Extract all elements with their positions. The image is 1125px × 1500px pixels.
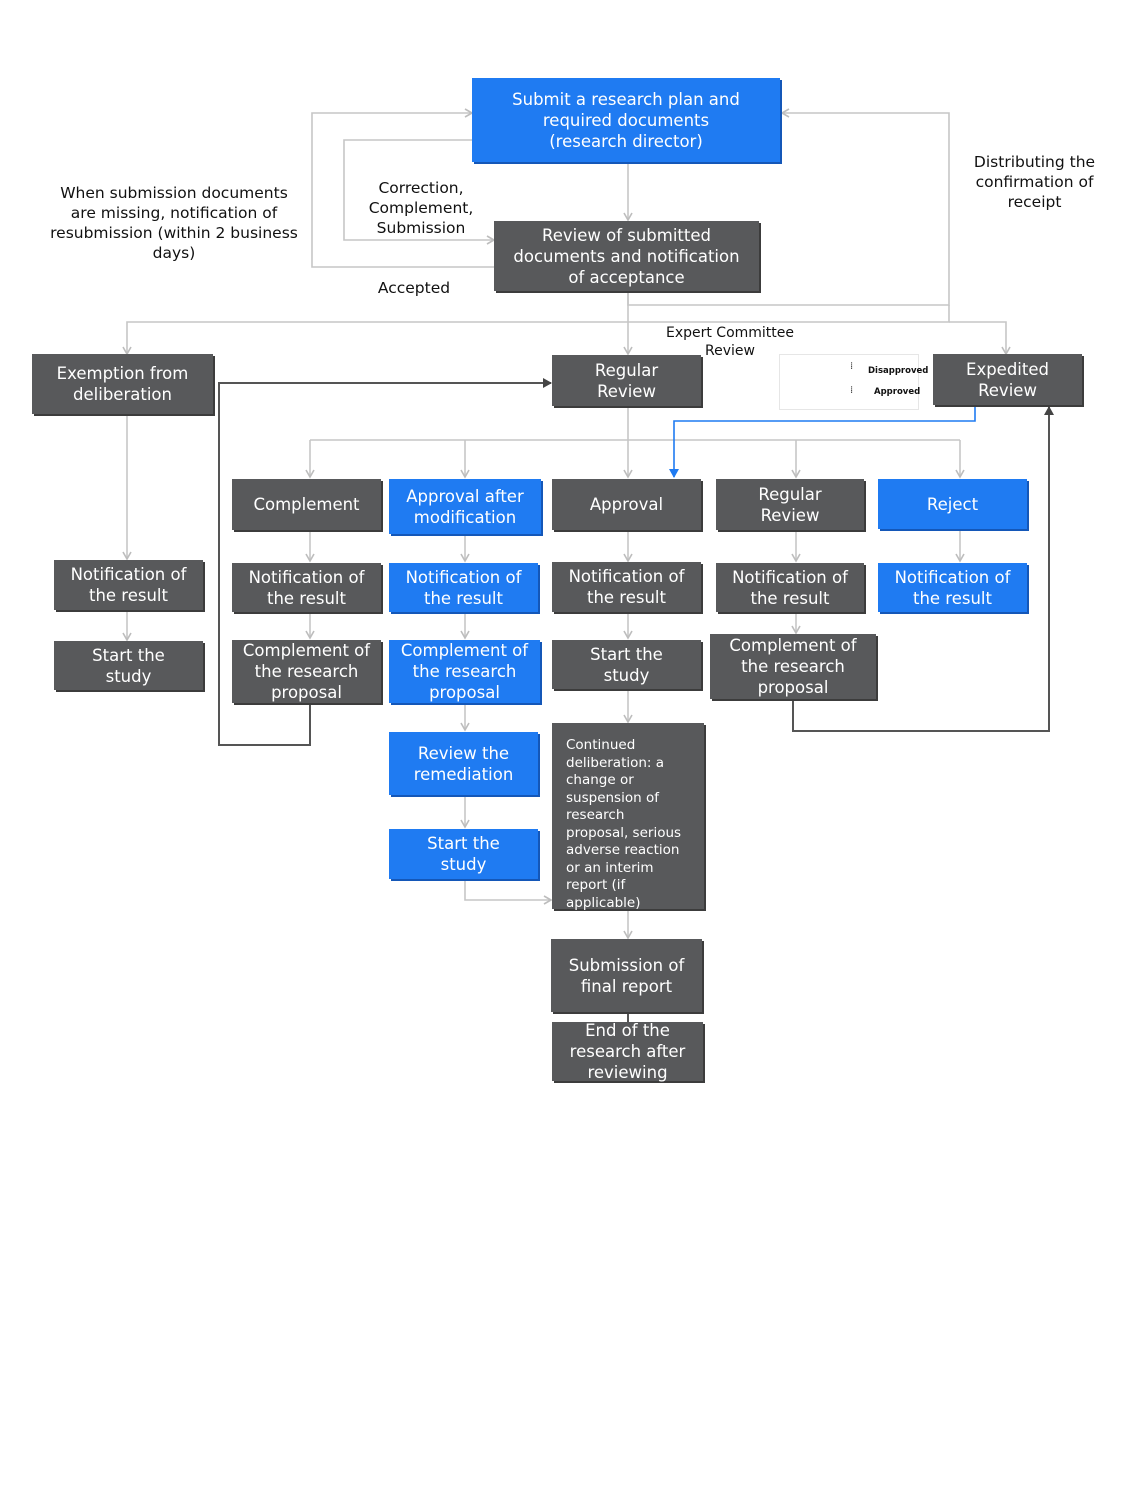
approval-mod-notification-box: Notification of the result [389,563,538,612]
complement-proposal-box-1: Complement of the research proposal [232,640,381,703]
exemption-box: Exemption from deliberation [32,354,213,414]
legend: ⁞ ⁞ Disapproved Approved [779,354,928,410]
expert-committee-note: Expert Committee Review [665,325,795,359]
final-report-box: Submission of final report [551,939,702,1012]
review-remediation-box: Review the remediation [389,732,538,795]
complement-proposal-box-2: Complement of the research proposal [389,640,540,703]
exempt-start-study-box: Start the study [54,641,203,690]
continued-deliberation-box: Continued deliberation: a change or susp… [552,723,704,911]
connector-to-expedited [949,321,1011,356]
accepted-note: Accepted [377,279,451,297]
end-research-box: End of the research after reviewing [552,1021,703,1082]
connector-missing-docs-loop [311,108,494,268]
approval-notification-box: Notification of the result [552,562,701,612]
legend-disapproved-label: Disapproved [868,366,929,376]
missing-documents-note: When submission documents are missing, n… [50,184,298,262]
connector-complement-feedback [218,378,552,746]
approval-start-study-box: Start the study [552,640,701,689]
connector-to-exemption [122,305,950,356]
exempt-notification-box: Notification of the result [54,560,203,610]
complement-proposal-box-3: Complement of the research proposal [710,634,876,699]
complement-box: Complement [232,479,381,530]
connector-regular-feedback [792,406,1054,732]
complement-notification-box: Notification of the result [232,563,381,612]
connector-expedited-approval [669,406,976,478]
connector-correction-loop [343,139,496,245]
legend-approved-label: Approved [874,387,921,397]
regular-review-mid-box: Regular Review [716,479,864,530]
reject-box: Reject [878,479,1027,529]
submit-research-plan-box: Submit a research plan and required docu… [472,78,780,162]
approval-box: Approval [552,479,701,530]
remediation-start-study-box: Start the study [389,829,538,879]
connector-c2-to-continued [464,880,553,905]
regular-notification-box: Notification of the result [716,563,864,612]
review-submitted-documents-box: Review of submitted documents and notifi… [494,221,759,291]
legend-colon-1: ⁞ [850,361,854,372]
approval-after-modification-box: Approval after modification [389,479,541,534]
expedited-review-box: Expedited Review [933,354,1082,405]
legend-colon-2: ⁞ [850,385,854,396]
regular-review-top-box: Regular Review [552,355,701,406]
reject-notification-box: Notification of the result [878,563,1027,612]
distributing-note: Distributing the confirmation of receipt [973,153,1096,211]
correction-note: Correction, Complement, Submission [368,179,474,237]
